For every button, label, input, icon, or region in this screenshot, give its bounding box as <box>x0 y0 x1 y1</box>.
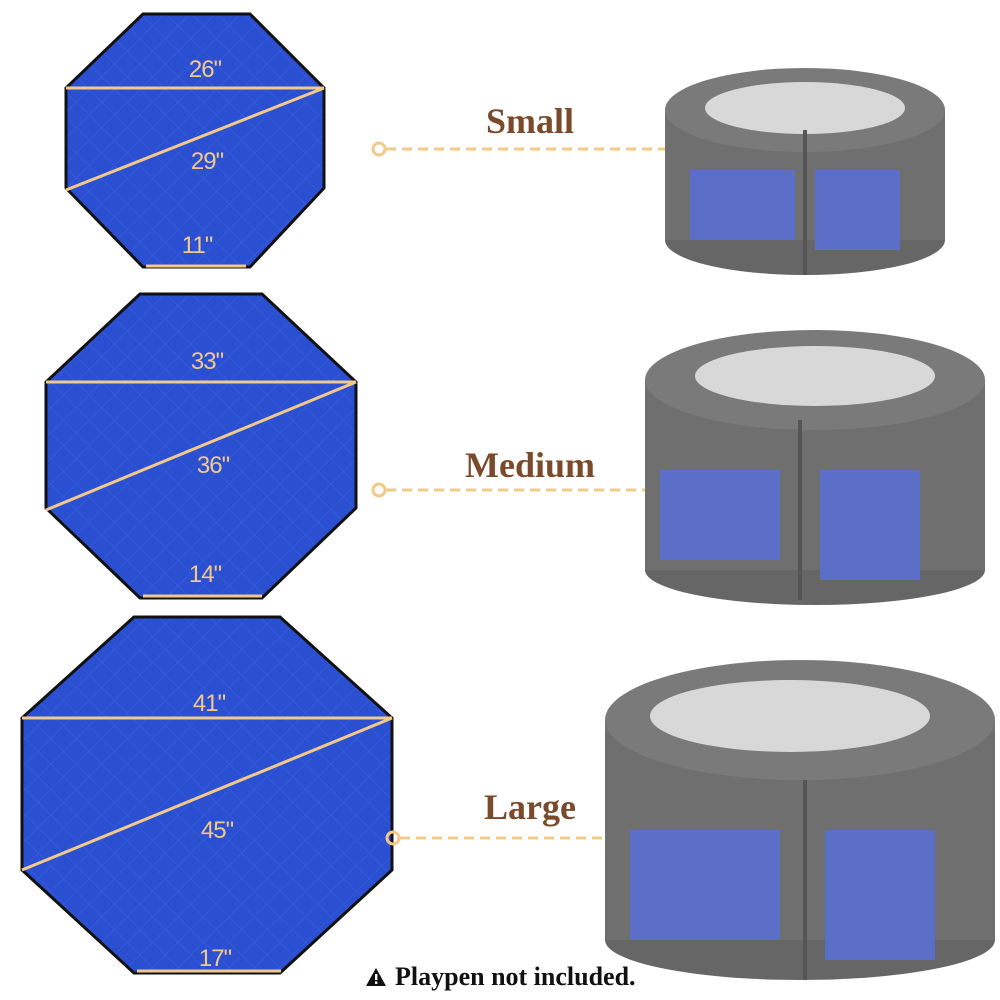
playpen-large <box>605 660 995 980</box>
dim-small-diagonal: 29" <box>190 148 224 175</box>
mat-medium <box>44 292 358 600</box>
playpen-small <box>665 68 945 275</box>
dim-medium-width: 33" <box>190 348 224 375</box>
size-label-medium: Medium <box>465 445 595 485</box>
playpen-medium <box>645 330 985 605</box>
dim-medium-diagonal: 36" <box>196 452 230 479</box>
connector-small <box>371 141 691 157</box>
dim-medium-side: 14" <box>188 561 222 588</box>
disclaimer: Playpen not included. <box>365 962 636 992</box>
size-label-large: Large <box>484 787 576 827</box>
disclaimer-text: Playpen not included. <box>395 962 636 991</box>
size-label-small: Small <box>485 101 575 141</box>
dim-small-width: 26" <box>188 56 222 83</box>
dim-large-side: 17" <box>198 945 232 972</box>
mat-small <box>64 12 326 269</box>
dim-large-width: 41" <box>192 690 226 717</box>
dim-small-side: 11" <box>181 232 213 259</box>
warning-icon <box>366 968 386 986</box>
dim-large-diagonal: 45" <box>200 817 234 844</box>
mat-large <box>20 615 394 975</box>
